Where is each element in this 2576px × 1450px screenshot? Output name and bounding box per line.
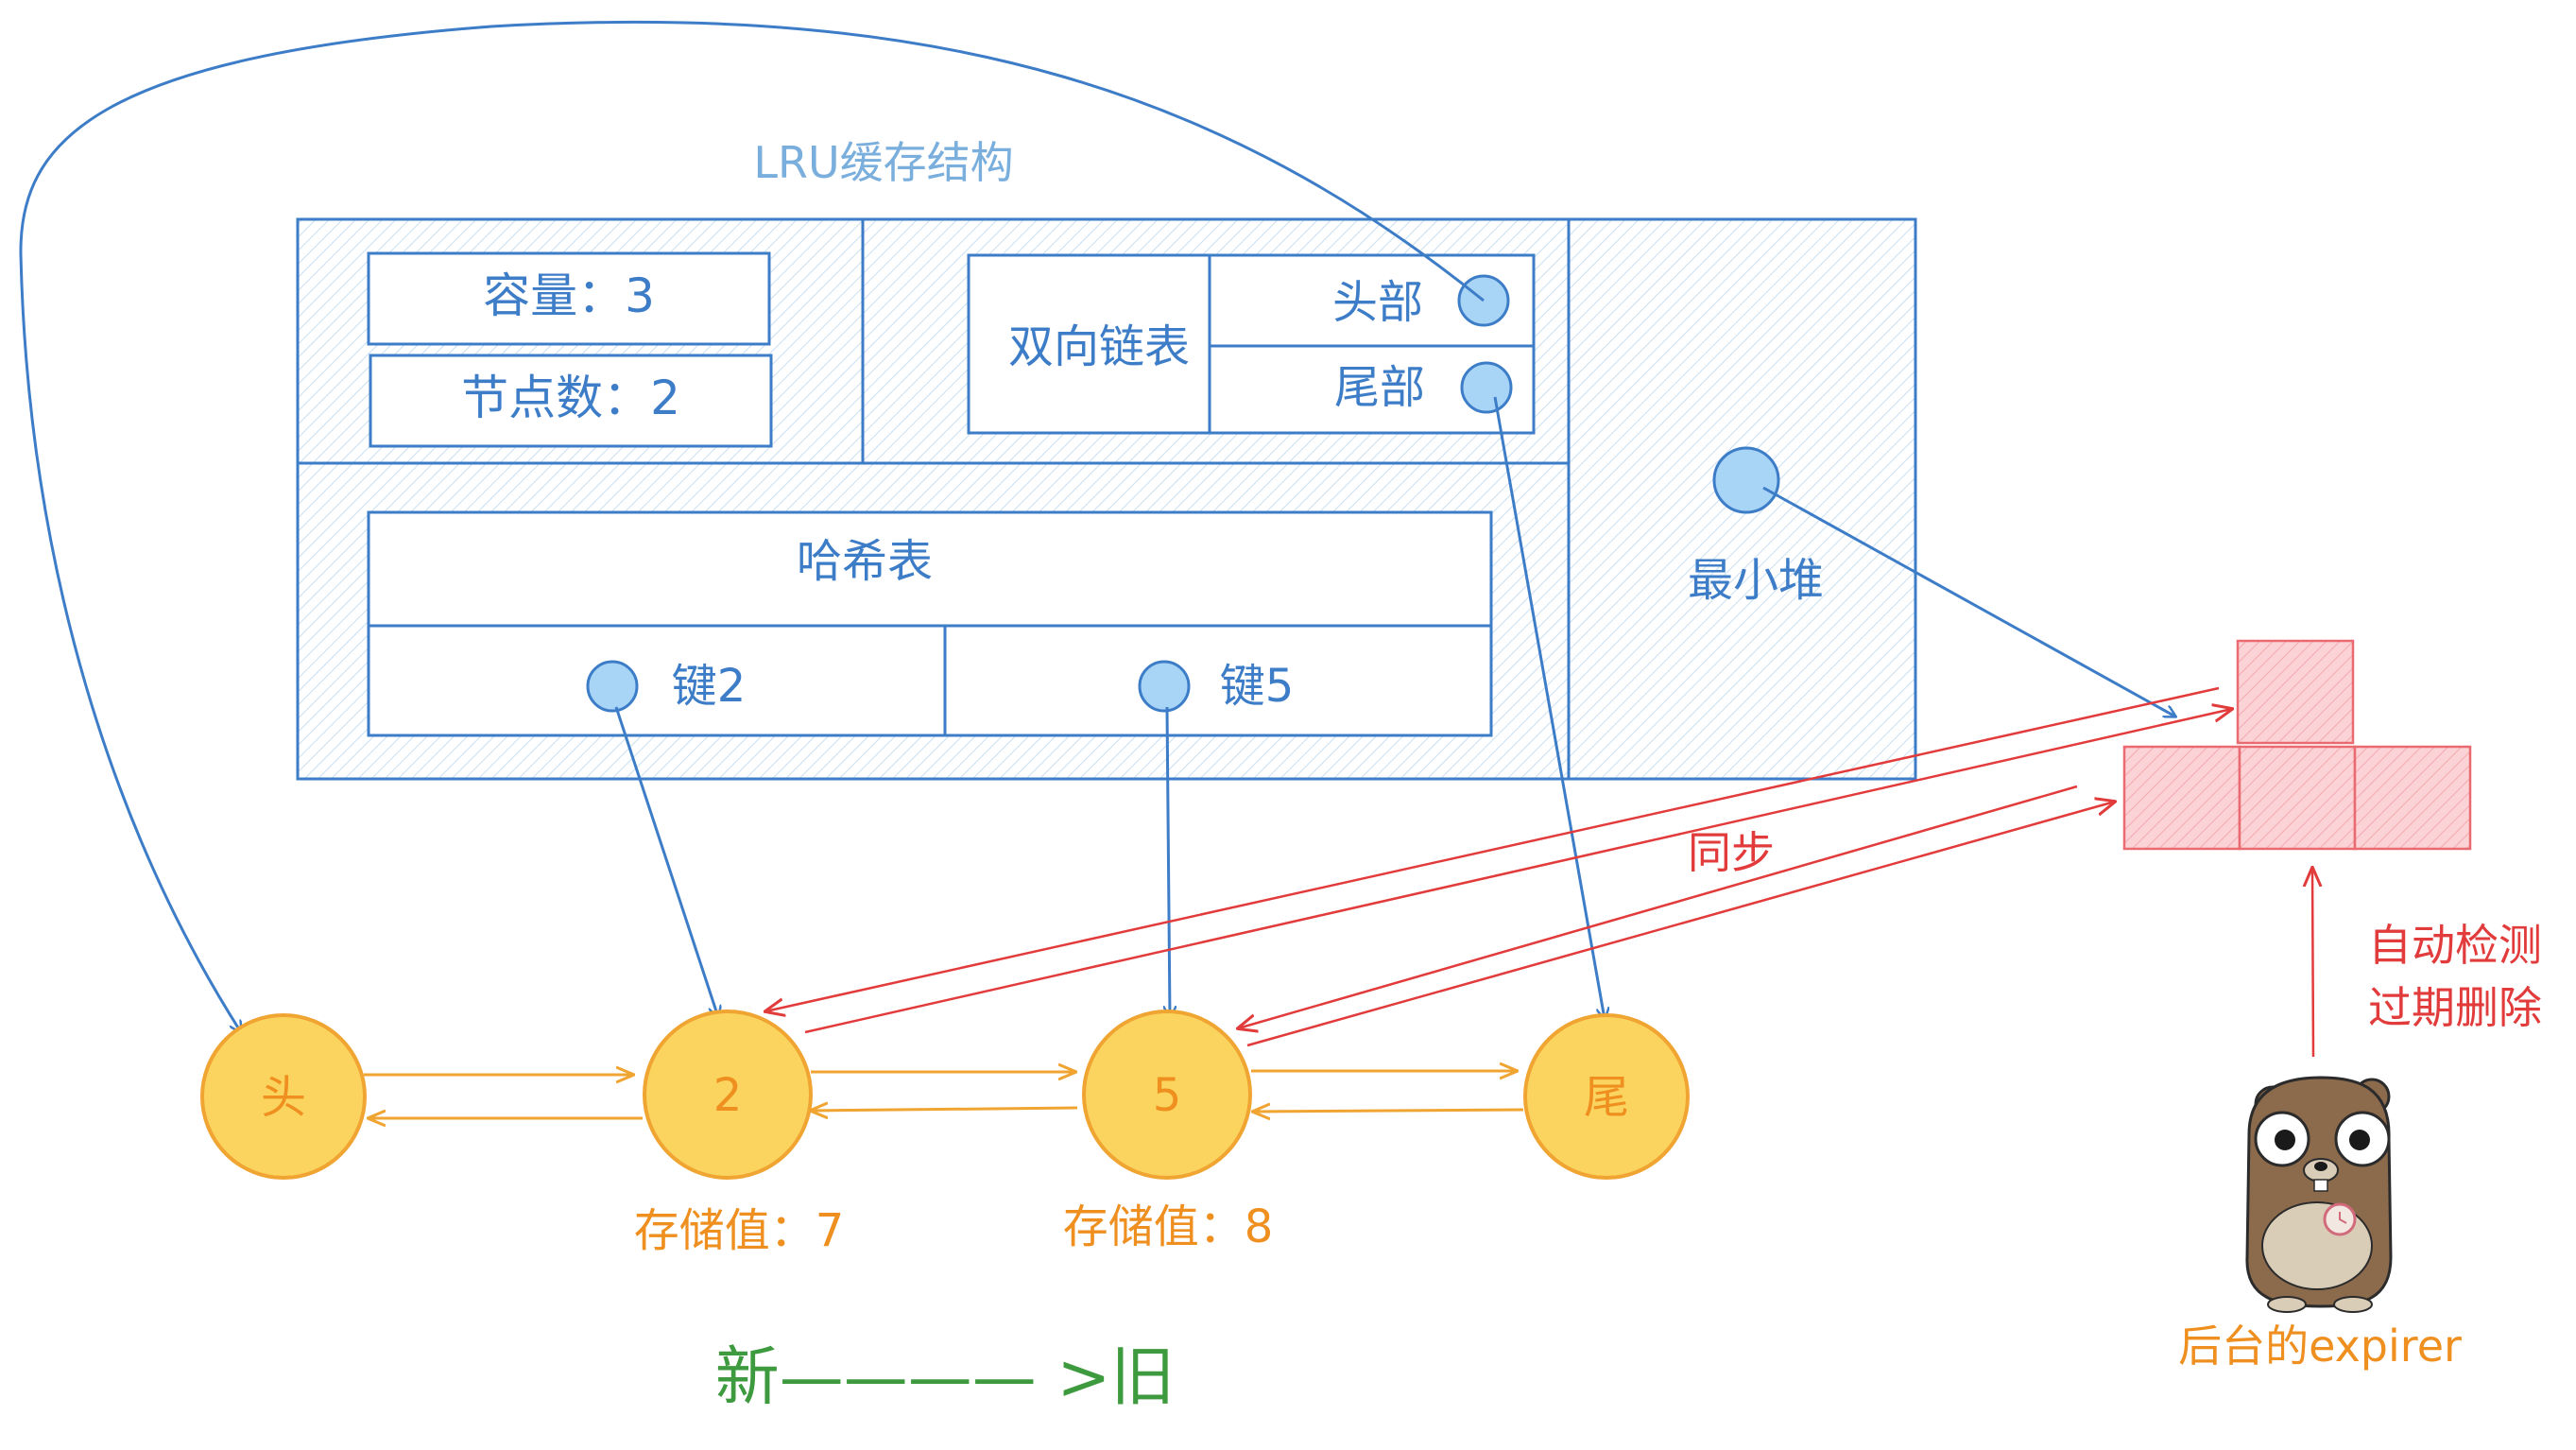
node-5 [1082, 1010, 1252, 1180]
auto-check-arrow [2312, 868, 2313, 1058]
link-5-to-2 [811, 1108, 1078, 1111]
node-2 [643, 1010, 813, 1180]
node-5-value: 存储值：8 [1063, 1200, 1274, 1253]
arrow-head-pointer [19, 20, 1485, 1032]
gopher-expirer-icon [2245, 1076, 2393, 1313]
heap-pointer-dot [1712, 446, 1780, 514]
sync-arrow-2 [804, 709, 2232, 1034]
key2-dot [586, 660, 639, 713]
key5-label: 键5 [1220, 660, 1295, 713]
node-tail [1523, 1013, 1690, 1180]
node-head [200, 1013, 367, 1180]
node-count-box [369, 354, 773, 448]
node-2-value: 存储值：7 [634, 1204, 845, 1257]
heap-block-mid [2238, 745, 2357, 851]
auto-check-line2: 过期删除 [2368, 982, 2542, 1033]
capacity-box [367, 251, 771, 346]
capacity-label: 容量：3 [483, 268, 655, 323]
tail-pointer-dot [1460, 361, 1513, 414]
heap-blocks [2122, 639, 2472, 851]
sync-arrow-4 [1246, 802, 2115, 1047]
arrow-tail-pointer [1493, 396, 1605, 1019]
hash-table-box [367, 510, 1493, 737]
lru-title: LRU缓存结构 [753, 137, 1013, 188]
heap-block-left [2122, 745, 2241, 851]
key2-label: 键2 [672, 660, 747, 713]
hash-table-label: 哈希表 [797, 535, 933, 588]
node-2-label: 2 [713, 1069, 743, 1122]
node-5-label: 5 [1153, 1069, 1182, 1122]
node-head-label: 头 [261, 1071, 306, 1124]
sync-label: 同步 [1688, 827, 1775, 878]
linked-list-head-label: 头部 [1332, 276, 1423, 329]
order-label: 新———— >旧 [715, 1340, 1176, 1415]
arrow-heap-pointer [1762, 486, 2175, 716]
key5-dot [1138, 660, 1191, 713]
arrow-key5 [1167, 706, 1170, 1017]
sync-arrow-1 [765, 686, 2220, 1011]
expirer-label: 后台的expirer [2178, 1321, 2462, 1372]
min-heap-label: 最小堆 [1688, 554, 1824, 607]
linked-list-label: 双向链表 [1008, 320, 1190, 373]
linked-list-tail-label: 尾部 [1334, 361, 1425, 414]
node-count-label: 节点数：2 [461, 371, 680, 425]
sync-arrow-3 [1238, 785, 2078, 1028]
link-tail-to-5 [1253, 1110, 1524, 1112]
arrow-key2 [614, 706, 718, 1017]
linked-list-box [967, 253, 1536, 435]
heap-block-right [2353, 745, 2472, 851]
node-tail-label: 尾 [1584, 1071, 1629, 1124]
auto-check-line1: 自动检测 [2368, 920, 2542, 971]
heap-block-top [2236, 639, 2355, 745]
